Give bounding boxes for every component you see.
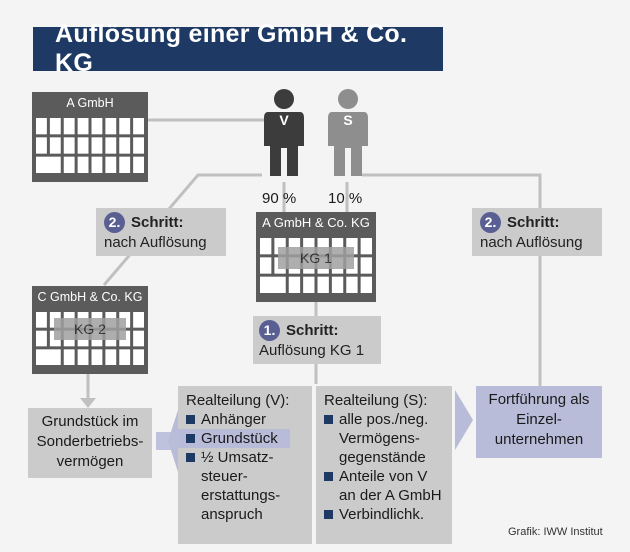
- list-item-text: Verbindlichk.: [339, 506, 425, 523]
- grundstueck-line: vermögen: [56, 453, 124, 470]
- person-s-icon: S: [326, 88, 370, 178]
- list-item: ½ Umsatz-: [186, 448, 304, 467]
- bullet-icon: [186, 415, 195, 424]
- step-text: nach Auflösung: [104, 234, 207, 251]
- step-badge: 1.: [259, 320, 280, 341]
- list-item-text: erstattungs-: [201, 487, 281, 504]
- step-title: Schritt:: [131, 214, 184, 231]
- arrow-right: [455, 390, 473, 450]
- realteilung-v-box: Realteilung (V): Anhänger Grundstück ½ U…: [178, 386, 312, 544]
- bullet-icon: [324, 415, 333, 424]
- bullet-icon: [324, 510, 333, 519]
- building-a-gmbh: A GmbH: [32, 92, 148, 182]
- realteilung-s-box: Realteilung (S): alle pos./neg. Vermögen…: [316, 386, 452, 544]
- fortfuehrung-line: Fortführung als: [488, 391, 590, 408]
- list-item-text: alle pos./neg.: [339, 411, 429, 428]
- fortfuehrung-box: Fortführung als Einzel- unternehmen: [476, 386, 602, 458]
- step-text: nach Auflösung: [480, 234, 583, 251]
- building-c-kg: C GmbH & Co. KG KG 2: [32, 286, 148, 374]
- page-title: Auflösung einer GmbH & Co. KG: [33, 20, 443, 77]
- bullet-icon: [324, 472, 333, 481]
- list-item: Anhänger: [186, 410, 304, 429]
- fortfuehrung-line: unternehmen: [494, 431, 584, 448]
- step-badge: 2.: [104, 212, 125, 233]
- bullet-icon: [186, 453, 195, 462]
- fortfuehrung-line: Einzel-: [516, 411, 562, 428]
- step-title: Schritt:: [286, 322, 339, 339]
- list-item-text: Anteile von V: [339, 468, 428, 485]
- share-v: 90 %: [262, 190, 297, 207]
- person-v-letter: V: [279, 112, 289, 128]
- person-s-letter: S: [343, 112, 353, 128]
- list-item-text: gegenstände: [339, 449, 426, 466]
- list-item: Anteile von V: [324, 467, 444, 486]
- list-item-text: anspruch: [201, 506, 263, 523]
- step1-box: 1. Schritt: Auflösung KG 1: [253, 316, 381, 364]
- step2-left-box: 2. Schritt: nach Auflösung: [96, 208, 226, 256]
- grundstueck-line: Grundstück im: [41, 413, 139, 430]
- list-item-text: steuer-: [201, 468, 248, 485]
- step-title: Schritt:: [507, 214, 560, 231]
- step-badge: 2.: [480, 212, 501, 233]
- list-item-highlighted: Grundstück: [178, 429, 290, 448]
- list-item-text: Anhänger: [201, 411, 267, 428]
- building-label: A GmbH & Co. KG: [262, 215, 370, 230]
- realteilung-v-heading: Realteilung (V):: [186, 392, 290, 409]
- kg2-label: KG 2: [54, 318, 126, 340]
- building-label: A GmbH: [66, 96, 114, 110]
- list-item-text: Vermögens-: [339, 430, 420, 447]
- building-label: C GmbH & Co. KG: [37, 290, 143, 304]
- realteilung-s-heading: Realteilung (S):: [324, 392, 428, 409]
- list-item: Verbindlichk.: [324, 505, 444, 524]
- list-item-text: Grundstück: [201, 430, 278, 447]
- step2-right-box: 2. Schritt: nach Auflösung: [472, 208, 602, 256]
- building-a-kg: A GmbH & Co. KG KG 1: [256, 212, 376, 302]
- kg1-label: KG 1: [278, 247, 354, 269]
- list-item-text: ½ Umsatz-: [201, 449, 274, 466]
- step-text: Auflösung KG 1: [259, 342, 365, 359]
- grundstueck-box: Grundstück im Sonderbetriebs- vermögen: [28, 408, 152, 478]
- bullet-icon: [186, 434, 195, 443]
- list-item-text: an der A GmbH: [339, 487, 442, 504]
- person-v-icon: V: [262, 88, 306, 178]
- credit: Grafik: IWW Institut: [508, 526, 603, 538]
- share-s: 10 %: [328, 190, 363, 207]
- grundstueck-line: Sonderbetriebs-: [36, 433, 144, 450]
- list-item: alle pos./neg.: [324, 410, 444, 429]
